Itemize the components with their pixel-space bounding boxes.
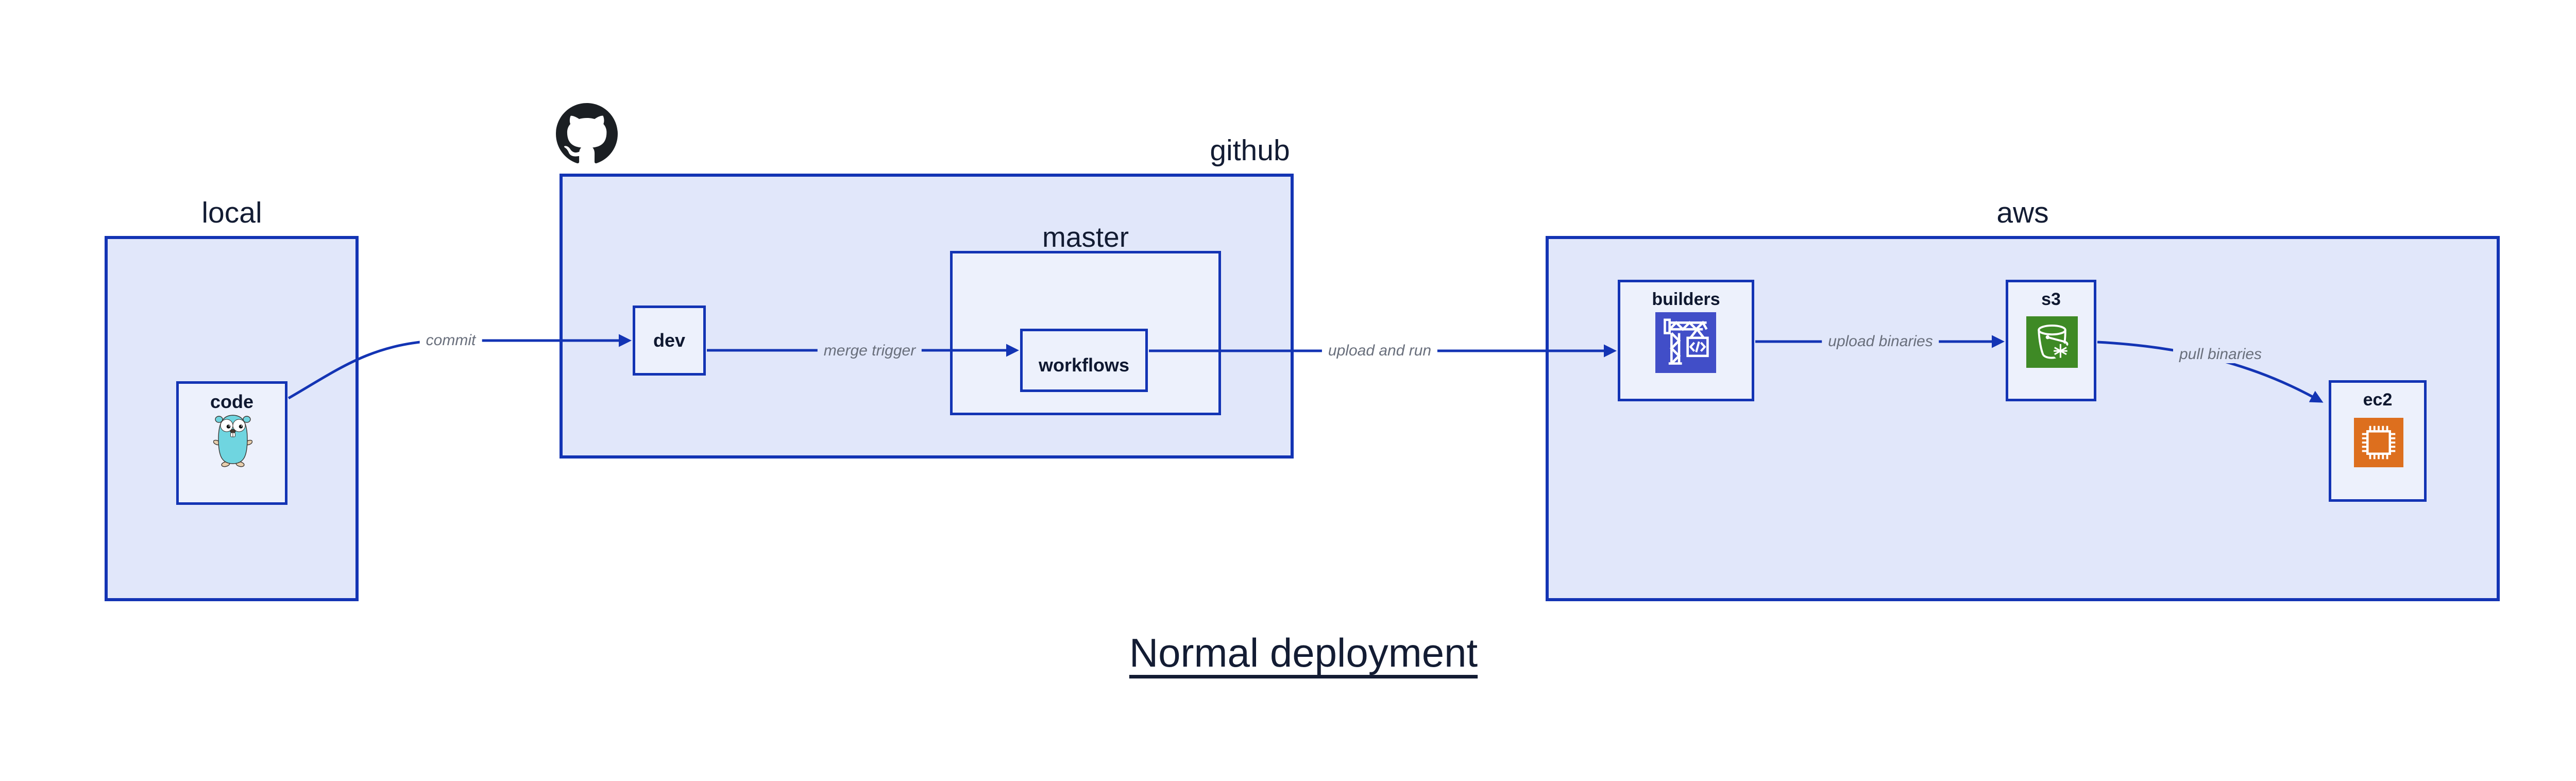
node-ec2-label: ec2 xyxy=(2363,390,2393,410)
edge-upload-and-run-label: upload and run xyxy=(1321,342,1438,360)
region-master-label: master xyxy=(1042,221,1129,253)
aws-codebuild-icon xyxy=(1655,312,1716,373)
node-s3-box: s3 xyxy=(2006,280,2096,401)
region-local-label: local xyxy=(201,196,262,229)
edge-commit-label: commit xyxy=(419,332,482,349)
go-gopher-icon xyxy=(213,412,253,468)
aws-s3-bucket-icon xyxy=(2026,316,2078,368)
node-dev-box: dev xyxy=(633,305,706,376)
node-code-label: code xyxy=(210,391,254,412)
region-github-label: github xyxy=(1210,134,1290,167)
diagram-title: Normal deployment xyxy=(1129,630,1478,675)
edge-upload-binaries-label: upload binaries xyxy=(1822,333,1939,350)
node-s3-label: s3 xyxy=(2041,290,2061,309)
node-ec2-box: ec2 xyxy=(2329,380,2427,502)
aws-ec2-chip-icon xyxy=(2354,418,2403,467)
node-workflows-label: workflows xyxy=(1038,354,1130,376)
region-aws-label: aws xyxy=(1996,196,2049,229)
node-code-box: code xyxy=(176,381,287,505)
edge-pull-binaries-label: pull binaries xyxy=(2173,346,2268,363)
github-octocat-logo xyxy=(556,103,618,165)
edge-merge-trigger-label: merge trigger xyxy=(817,342,922,360)
node-builders-box: builders xyxy=(1618,280,1754,401)
node-dev-label: dev xyxy=(653,330,686,351)
node-builders-label: builders xyxy=(1652,290,1720,309)
node-workflows-box: workflows xyxy=(1020,329,1148,392)
